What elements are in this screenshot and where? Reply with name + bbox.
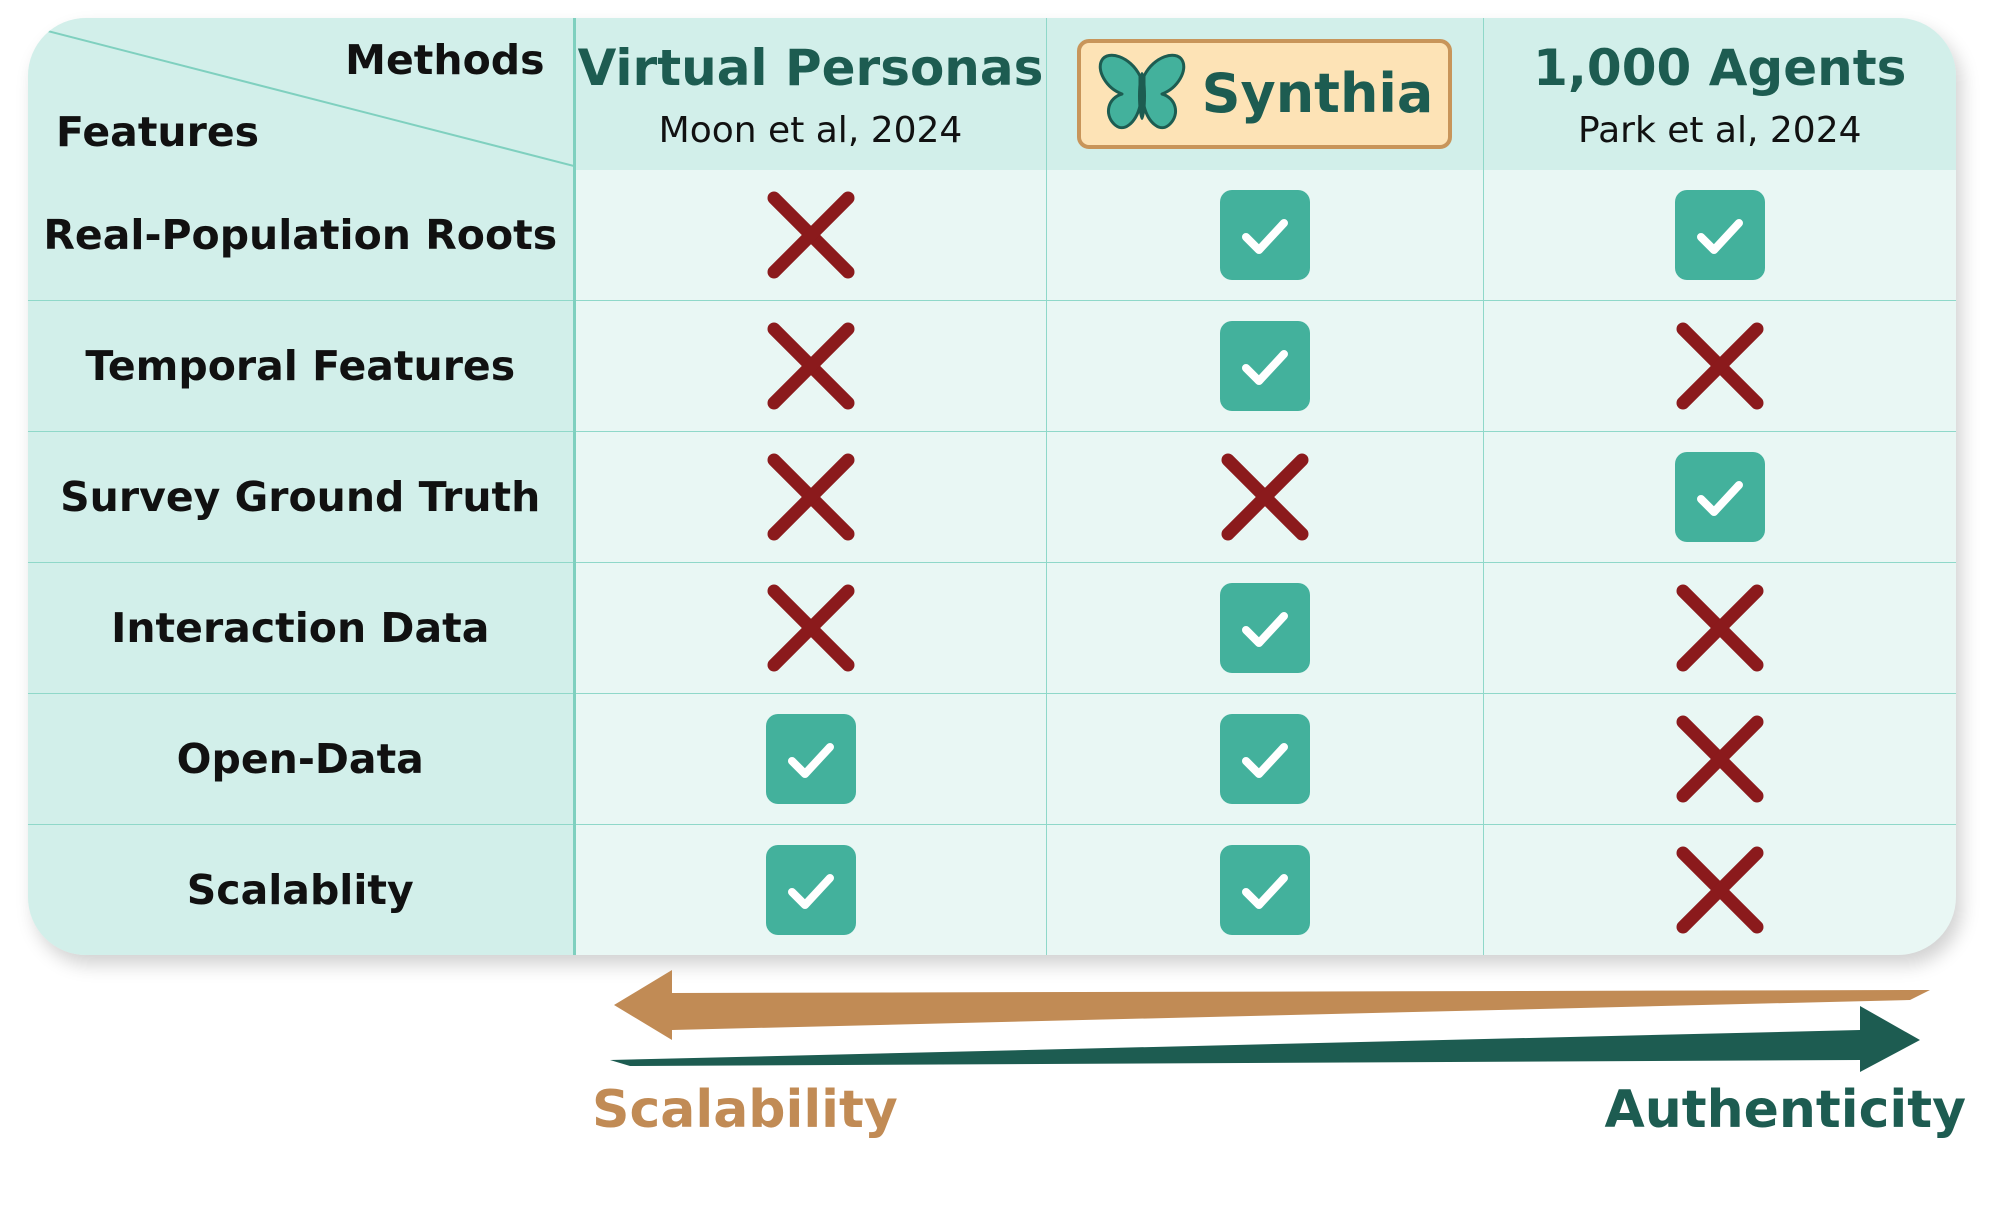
cross-icon: [1675, 715, 1765, 803]
feature-cell: [1046, 300, 1484, 433]
check-icon: [1674, 452, 1765, 543]
corner-diagonal-line: [28, 25, 574, 167]
check-icon: [1219, 190, 1310, 281]
method-header-1000-agents: 1,000 Agents Park et al, 2024: [1483, 18, 1956, 171]
feature-cell: [574, 300, 1047, 433]
method-name: Virtual Personas: [577, 38, 1044, 97]
table-row: Survey Ground Truth: [28, 431, 1956, 564]
features-header-label: Features: [56, 108, 260, 157]
cross-icon: [766, 322, 856, 410]
authenticity-arrow: [610, 1006, 1920, 1072]
check-icon: [765, 714, 856, 805]
feature-cell: [1046, 431, 1484, 564]
butterfly-icon: [1098, 54, 1185, 130]
table-row: Scalablity: [28, 824, 1956, 955]
header-row: Methods Features Virtual Personas Moon e…: [28, 18, 1956, 171]
method-name: 1,000 Agents: [1533, 38, 1907, 97]
feature-label: Real-Population Roots: [28, 170, 576, 302]
table-row: Open-Data: [28, 693, 1956, 826]
synthia-highlight-box: Synthia: [1077, 39, 1452, 150]
method-header-virtual-personas: Virtual Personas Moon et al, 2024: [574, 18, 1047, 171]
feature-cell: [1046, 824, 1484, 955]
feature-cell: [1483, 300, 1956, 433]
feature-cell: [1483, 825, 1956, 955]
method-citation: Park et al, 2024: [1577, 109, 1862, 151]
cross-icon: [766, 584, 856, 672]
comparison-table-card: Methods Features Virtual Personas Moon e…: [28, 18, 1956, 955]
cross-icon: [1675, 584, 1765, 672]
table-row: Real-Population Roots: [28, 170, 1956, 302]
feature-label: Temporal Features: [28, 300, 576, 433]
feature-cell: [1483, 562, 1956, 695]
feature-cell: [574, 562, 1047, 695]
scalability-label: Scalability: [592, 1080, 898, 1140]
method-citation: Moon et al, 2024: [658, 109, 963, 151]
check-icon: [765, 845, 856, 935]
check-icon: [1219, 845, 1310, 935]
feature-cell: [1046, 170, 1484, 302]
table-row: Interaction Data: [28, 562, 1956, 695]
cross-icon: [766, 453, 856, 541]
feature-cell: [574, 824, 1047, 955]
feature-label: Open-Data: [28, 693, 576, 826]
check-icon: [1219, 714, 1310, 805]
cross-icon: [1675, 846, 1765, 934]
comparison-table: Methods Features Virtual Personas Moon e…: [28, 18, 1956, 955]
feature-label: Survey Ground Truth: [28, 431, 576, 564]
feature-cell: [574, 170, 1047, 302]
feature-cell: [1046, 562, 1484, 695]
table-row: Temporal Features: [28, 300, 1956, 433]
scalability-arrow: [614, 970, 1930, 1040]
feature-cell: [1483, 431, 1956, 564]
methods-header-label: Methods: [345, 36, 545, 84]
cross-icon: [1675, 322, 1765, 410]
feature-cell: [1483, 693, 1956, 826]
feature-cell: [574, 693, 1047, 826]
feature-label: Scalablity: [28, 824, 576, 955]
cross-icon: [1220, 453, 1310, 541]
feature-cell: [1046, 693, 1484, 826]
corner-header-cell: Methods Features: [28, 18, 576, 171]
check-icon: [1674, 190, 1765, 281]
feature-label: Interaction Data: [28, 562, 576, 695]
check-icon: [1219, 321, 1310, 412]
feature-cell: [1483, 170, 1956, 302]
method-name: Synthia: [1201, 61, 1434, 125]
authenticity-label: Authenticity: [1604, 1080, 1966, 1140]
method-header-synthia: Synthia: [1046, 18, 1484, 171]
feature-cell: [574, 431, 1047, 564]
cross-icon: [766, 191, 856, 279]
check-icon: [1219, 583, 1310, 674]
